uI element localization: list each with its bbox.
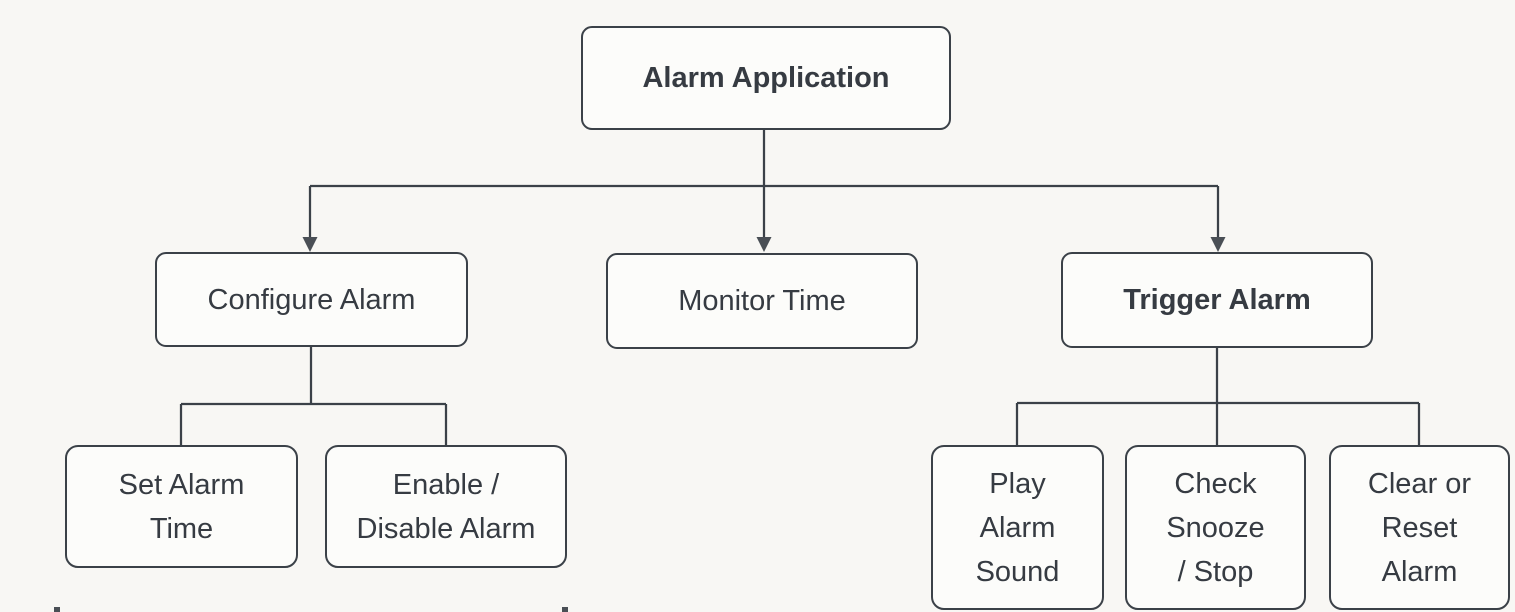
arrowheads (302, 237, 1226, 252)
node-configure-alarm-label: Configure Alarm (207, 283, 416, 316)
node-enable-disable-alarm-label: Enable / Disable Alarm (356, 468, 536, 545)
node-check-snooze-stop-label: Check Snooze / Stop (1166, 467, 1265, 588)
arrowhead-monitor (756, 237, 772, 252)
cropped-element-mark-right (562, 607, 568, 612)
node-play-alarm-sound: Play Alarm Sound (931, 445, 1104, 610)
node-enable-disable-alarm: Enable / Disable Alarm (325, 445, 567, 568)
node-alarm-application-label: Alarm Application (642, 62, 890, 94)
node-monitor-time: Monitor Time (606, 253, 918, 349)
edge-trigger-to-children (1015, 348, 1421, 446)
node-set-alarm-time: Set Alarm Time (65, 445, 298, 568)
edge-configure-to-children (179, 347, 448, 446)
node-configure-alarm: Configure Alarm (155, 252, 468, 347)
arrowhead-trigger (1210, 237, 1226, 252)
node-set-alarm-time-label: Set Alarm Time (118, 468, 245, 545)
cropped-element-mark-left (54, 607, 60, 612)
node-clear-reset-alarm: Clear or Reset Alarm (1329, 445, 1510, 610)
node-clear-reset-alarm-label: Clear or Reset Alarm (1367, 467, 1472, 588)
arrowhead-configure (302, 237, 318, 252)
node-alarm-application: Alarm Application (581, 26, 951, 130)
node-trigger-alarm: Trigger Alarm (1061, 252, 1373, 348)
node-monitor-time-label: Monitor Time (678, 285, 846, 317)
node-trigger-alarm-label: Trigger Alarm (1123, 284, 1311, 316)
node-play-alarm-sound-label: Play Alarm Sound (975, 467, 1060, 588)
node-check-snooze-stop: Check Snooze / Stop (1125, 445, 1306, 610)
edge-root-to-level2 (308, 130, 1220, 240)
